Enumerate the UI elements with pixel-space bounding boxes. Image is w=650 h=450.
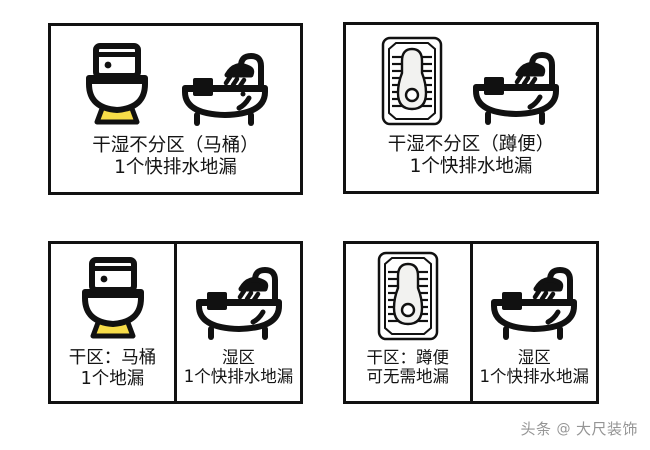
icon-row xyxy=(51,36,300,128)
caption-line: 可无需地漏 xyxy=(366,367,450,387)
bathtub-shower-icon xyxy=(195,266,282,340)
caption-line: 干湿不分区（蹲便） xyxy=(387,134,555,155)
panel-caption: 干湿不分区（马桶） 1个快排水地漏 xyxy=(92,135,259,179)
caption-line: 1个快排水地漏 xyxy=(409,155,533,177)
zone-dry-toilet: 干区：马桶 1个地漏 xyxy=(51,244,174,401)
panel-top-right: 干湿不分区（蹲便） 1个快排水地漏 xyxy=(343,22,599,194)
icon-row xyxy=(346,35,596,127)
caption-line: 1个快排水地漏 xyxy=(114,156,237,178)
bathtub-shower-icon xyxy=(473,51,559,125)
zone-dry-squat: 干区：蹲便 可无需地漏 xyxy=(346,244,470,401)
bathtub-shower-icon xyxy=(181,52,268,126)
caption-line: 干区：马桶 xyxy=(68,348,157,368)
watermark: 头条 @ 大尺装饰 xyxy=(520,418,638,439)
panel-bottom-left: 干区：马桶 1个地漏 xyxy=(48,241,303,404)
icon-wrap xyxy=(376,251,440,342)
watermark-source: 头条 xyxy=(520,420,552,438)
icon-wrap xyxy=(193,252,285,342)
zone-caption: 湿区 1个快排水地漏 xyxy=(184,348,294,387)
caption-line: 1个快排水地漏 xyxy=(183,367,294,387)
zone-caption: 干区：马桶 1个地漏 xyxy=(69,348,157,389)
zone-wet-bathtub: 湿区 1个快排水地漏 xyxy=(469,244,597,401)
toilet-icon xyxy=(81,257,144,339)
caption-line: 湿区 xyxy=(517,348,551,367)
caption-line: 1个快排水地漏 xyxy=(479,367,590,387)
zone-caption: 干区：蹲便 可无需地漏 xyxy=(367,348,450,387)
watermark-account: 大尺装饰 xyxy=(575,420,638,438)
bathtub-shower-icon xyxy=(491,266,578,340)
squat-toilet-icon xyxy=(381,36,443,126)
caption-line: 湿区 xyxy=(222,348,255,367)
icon-wrap xyxy=(488,252,580,342)
squat-toilet-icon xyxy=(377,251,438,341)
toilet-icon xyxy=(85,43,148,125)
panel-top-left: 干湿不分区（马桶） 1个快排水地漏 xyxy=(48,23,303,195)
icon-wrap xyxy=(77,252,149,342)
caption-line: 干湿不分区（马桶） xyxy=(92,135,259,156)
watermark-at-symbol: @ xyxy=(556,420,571,437)
panel-bottom-right: 干区：蹲便 可无需地漏 xyxy=(343,241,599,404)
caption-line: 干区：蹲便 xyxy=(366,348,450,367)
zone-caption: 湿区 1个快排水地漏 xyxy=(480,348,590,387)
panel-caption: 干湿不分区（蹲便） 1个快排水地漏 xyxy=(388,134,555,178)
zone-wet-bathtub: 湿区 1个快排水地漏 xyxy=(174,244,300,401)
caption-line: 1个地漏 xyxy=(80,368,145,389)
